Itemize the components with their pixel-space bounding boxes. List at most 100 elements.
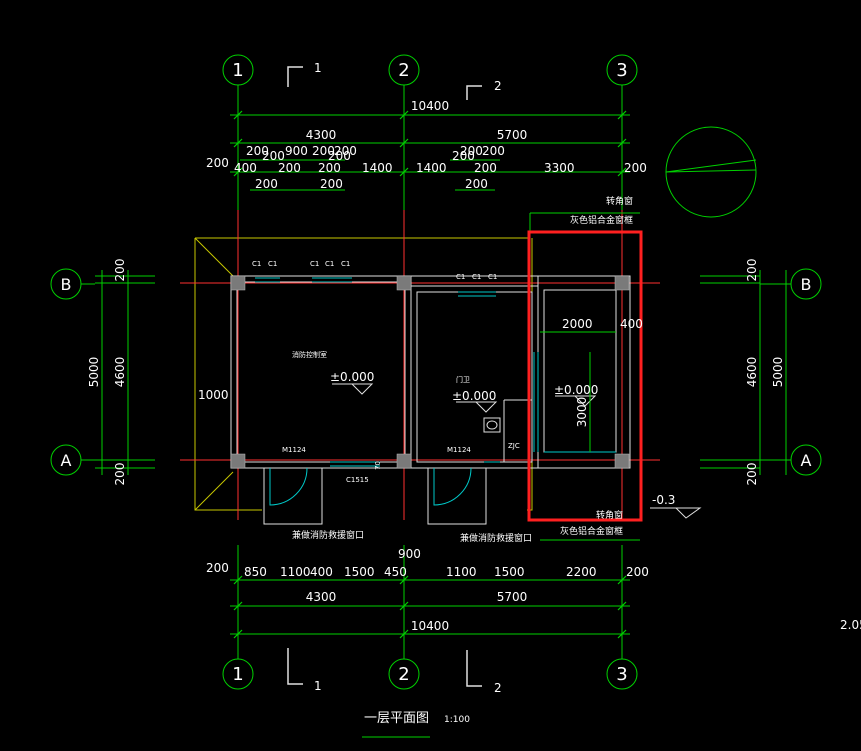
section-mark-2-bottom: 2 <box>494 681 502 695</box>
dim-top-r2-200b: 200 <box>318 161 341 175</box>
drawing-scale: 1:100 <box>444 715 470 725</box>
basin <box>483 417 501 433</box>
axis-bubbles <box>50 54 822 690</box>
dim-top-r2-200a: 200 <box>278 161 301 175</box>
dim-right-200-bottom: 200 <box>745 463 759 486</box>
dim-right-5000: 5000 <box>771 357 785 388</box>
dim-left-overhang: 1000 <box>198 388 229 402</box>
dim-inner-2000: 2000 <box>562 317 593 331</box>
section-mark-2-top: 2 <box>494 79 502 93</box>
dim-bot-5700: 5700 <box>497 590 528 604</box>
dim-top-r2-1400b: 1400 <box>416 161 447 175</box>
dim-left-200-bottom: 200 <box>113 463 127 486</box>
dim-top-r1-2: 200 <box>312 144 335 158</box>
section-mark-1-bottom: 1 <box>314 679 322 693</box>
label-c1515: C1515 <box>346 476 369 484</box>
dim-edge-fragment: 2.05 <box>840 618 861 632</box>
dim-bot-1500b: 1500 <box>494 565 525 579</box>
dim-right-4600: 4600 <box>745 357 759 388</box>
dim-bot-900: 900 <box>398 547 421 561</box>
label-zjc: ZJC <box>508 442 520 450</box>
dim-left-4600: 4600 <box>113 357 127 388</box>
dim-top-5700: 5700 <box>497 128 528 142</box>
dim-top-r1-5: 200 <box>482 144 505 158</box>
axis-label-3-top: 3 <box>616 60 627 81</box>
dim-bot-2200: 2200 <box>566 565 597 579</box>
note-rescue-window-left: 兼做消防救援窗口 <box>292 529 364 541</box>
walls <box>230 275 631 469</box>
dim-top-4300: 4300 <box>306 128 337 142</box>
dim-bot-4300: 4300 <box>306 590 337 604</box>
dimension-ticks <box>233 110 627 639</box>
dim-top-total: 10400 <box>411 99 449 113</box>
dim-top-r1-4: 200 <box>460 144 483 158</box>
dim-top-r3-0: 200 <box>255 177 278 191</box>
dim-top-r2-200c: 200 <box>474 161 497 175</box>
room-label-guard: 门卫 <box>456 375 470 384</box>
elev-guard-room: ±0.000 <box>452 389 496 403</box>
dim-top-r1-8: 200 <box>452 149 475 163</box>
dim-top-r2-3300: 3300 <box>544 161 575 175</box>
label-c1-2: C1 <box>268 260 277 268</box>
axis-label-b-left: B <box>61 275 72 294</box>
axis-label-1-top: 1 <box>232 60 243 81</box>
dim-left-5000: 5000 <box>87 357 101 388</box>
note-frame-top: 灰色铝合金窗框 <box>570 214 633 226</box>
columns <box>230 275 630 469</box>
section-mark-1-top: 1 <box>314 61 322 75</box>
room-label-control: 消防控制室 <box>292 350 327 359</box>
elev-control-room: ±0.000 <box>330 370 374 384</box>
dim-bot-1100b: 1100 <box>446 565 477 579</box>
label-m1124-right: M1124 <box>447 446 471 454</box>
axis-label-a-right: A <box>801 451 812 470</box>
note-frame-bottom: 灰色铝合金窗框 <box>560 525 623 537</box>
highlight-box <box>527 230 643 522</box>
label-m1124-left: M1124 <box>282 446 306 454</box>
axis-label-b-right: B <box>801 275 812 294</box>
label-c1-3: C1 <box>310 260 319 268</box>
axis-label-a-left: A <box>61 451 72 470</box>
axis-label-2-top: 2 <box>398 60 409 81</box>
axis-grid-lines <box>180 205 660 520</box>
note-rescue-window-right: 兼做消防救援窗口 <box>460 532 532 544</box>
label-c1-6: C1 <box>456 273 465 281</box>
dim-inner-400: 400 <box>620 317 643 331</box>
windows <box>255 277 616 467</box>
axis-label-1-bottom: 1 <box>232 664 243 685</box>
label-c1-1: C1 <box>252 260 261 268</box>
dim-top-r1-7: 200 <box>328 149 351 163</box>
dim-bot-400: 400 <box>310 565 333 579</box>
dim-bot-200-right: 200 <box>626 565 649 579</box>
elev-right-room: ±0.000 <box>554 383 598 397</box>
dim-top-r2-200-right: 200 <box>624 161 647 175</box>
section-marks <box>287 66 482 687</box>
dim-top-r1-1: 900 <box>285 144 308 158</box>
label-c1-4: C1 <box>325 260 334 268</box>
dim-top-r2-1400a: 1400 <box>362 161 393 175</box>
axis-label-2-bottom: 2 <box>398 664 409 685</box>
dim-left-200-top: 200 <box>113 259 127 282</box>
dim-top-r2-400: 400 <box>234 161 257 175</box>
doors <box>263 467 487 525</box>
label-c1-5: C1 <box>341 260 350 268</box>
dim-top-r3-1: 200 <box>320 177 343 191</box>
dimension-lines <box>95 90 787 655</box>
dim-right-200-top: 200 <box>745 259 759 282</box>
dim-bot-850: 850 <box>244 565 267 579</box>
dim-top-r1-0: 200 <box>246 144 269 158</box>
note-corner-window-bottom: 转角窗 <box>596 509 623 521</box>
elevation-markers <box>332 383 702 519</box>
dim-bot-total: 10400 <box>411 619 449 633</box>
drawing-title: 一层平面图 <box>364 711 429 726</box>
dim-top-r1-6: 200 <box>262 149 285 163</box>
elev-outdoor: -0.3 <box>652 493 675 507</box>
dim-top-r3-2: 200 <box>465 177 488 191</box>
dim-inner-3000: 3000 <box>575 397 589 428</box>
north-arrow <box>665 126 757 218</box>
label-c1-8: C1 <box>488 273 497 281</box>
label-c1-7: C1 <box>472 273 481 281</box>
dim-top-r1-3: 200 <box>334 144 357 158</box>
label-70: 70 <box>374 461 382 470</box>
dim-top-r2-200-left: 200 <box>206 156 229 170</box>
